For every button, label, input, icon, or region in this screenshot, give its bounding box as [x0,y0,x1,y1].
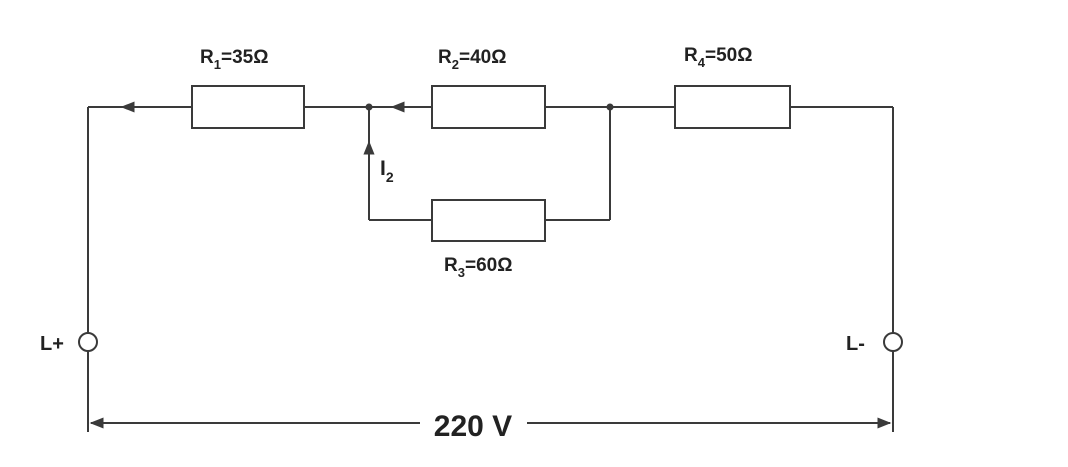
resistor-r3 [431,199,546,242]
label-r4: R4=50Ω [684,45,752,70]
label-r2: R2=40Ω [438,47,506,72]
resistor-r1 [191,85,305,129]
label-terminal-negative: L- [846,333,865,355]
label-terminal-positive: L+ [40,333,64,355]
terminal-positive [78,332,98,352]
label-current-i2: I2 [380,157,394,185]
resistor-r4 [674,85,791,129]
label-r3: R3=60Ω [444,255,512,280]
resistor-r2 [431,85,546,129]
label-voltage: 220 V [434,410,512,443]
junction-node-2 [606,103,614,111]
label-r1: R1=35Ω [200,47,268,72]
junction-node-1 [365,103,373,111]
terminal-negative [883,332,903,352]
